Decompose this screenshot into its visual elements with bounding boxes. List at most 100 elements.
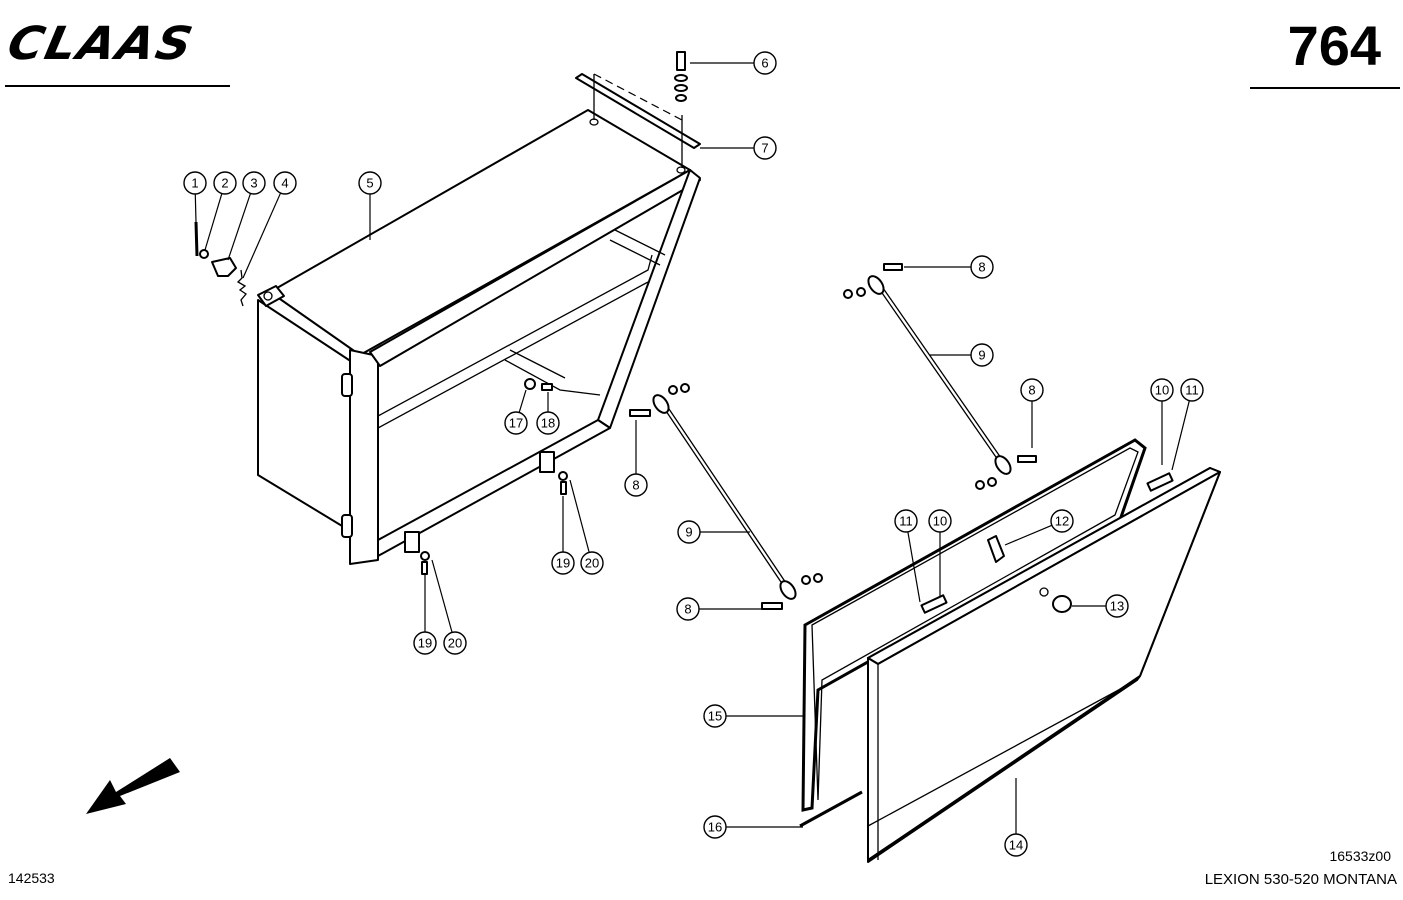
callout-number: 8 [1028,383,1035,398]
callout-c4: 4 [242,171,297,279]
callout-number: 8 [632,478,639,493]
door-panel [867,467,1221,863]
callout-number: 15 [708,709,722,724]
callout-circle [703,815,727,839]
header-rule-left [5,85,230,87]
callout-number: 2 [221,176,228,191]
callout-number: 20 [585,556,599,571]
header-rule-right [1250,87,1400,89]
callout-number: 11 [899,514,913,529]
callout-number: 6 [761,56,768,71]
callout-c2: 2 [204,171,237,251]
support-rope-left [629,383,823,610]
callout-circle [677,520,701,544]
callout-c6: 6 [690,51,777,75]
model-name: LEXION 530-520 MONTANA [1204,871,1397,888]
callout-c20b: 20 [431,559,467,655]
callout-c19b: 19 [413,574,437,655]
callout-number: 8 [684,602,691,617]
callout-circle [1020,378,1044,402]
callout-circle [1050,509,1074,533]
callout-c10a: 10 [1150,378,1174,465]
page-number: 764 [1287,14,1381,77]
callout-c10b: 10 [928,509,952,596]
callout-number: 16 [708,820,722,835]
callout-c15: 15 [703,704,805,728]
callout-circle [928,509,952,533]
callout-circle [183,171,207,195]
callout-circle [536,411,560,435]
callout-number: 8 [978,260,985,275]
drawing-code: 16533z00 [1329,848,1391,864]
callout-number: 12 [1055,514,1069,529]
callout-c8c: 8 [624,420,648,497]
callout-c17: 17 [504,389,528,435]
callout-number: 20 [448,636,462,651]
sheet-id: 142533 [8,870,55,886]
callout-c11a: 11 [1171,378,1204,471]
callout-c8d: 8 [676,597,765,621]
callout-circle [970,343,994,367]
callout-circle [1004,833,1028,857]
callout-c3: 3 [227,171,266,261]
callout-number: 10 [1155,383,1169,398]
callout-number: 7 [761,141,768,156]
callout-circle [676,597,700,621]
latch-hardware [194,221,247,307]
callout-number: 18 [541,416,555,431]
callout-c14: 14 [1004,778,1028,857]
callout-number: 19 [418,636,432,651]
callout-c1: 1 [183,171,207,223]
callout-number: 3 [250,176,257,191]
callout-leader [194,193,197,223]
callout-c8a: 8 [904,255,994,279]
box-frame [257,109,701,565]
callout-leader [907,531,921,603]
callout-circle [504,411,528,435]
callout-c13: 13 [1072,594,1129,618]
callout-number: 14 [1009,838,1023,853]
callout-c19a: 19 [551,496,575,575]
callout-circle [1105,594,1129,618]
callout-circle [894,509,918,533]
callout-circle [551,551,575,575]
callout-c5: 5 [358,171,382,240]
callout-leader [518,389,527,413]
callout-number: 10 [933,514,947,529]
top-strip [575,51,701,168]
callout-circle [1180,378,1204,402]
callout-circle [413,631,437,655]
callout-number: 13 [1110,599,1124,614]
callout-c8b: 8 [1020,378,1044,448]
callout-leader [431,559,453,633]
callout-leader [1171,400,1190,471]
callout-circle [753,136,777,160]
callout-circle [443,631,467,655]
callout-number: 19 [556,556,570,571]
callout-c9a: 9 [930,343,994,367]
callout-circle [1150,378,1174,402]
callout-circle [624,473,648,497]
callout-number: 9 [978,348,985,363]
callout-number: 17 [509,416,523,431]
callout-circle [580,551,604,575]
callout-circle [970,255,994,279]
support-rope-right [843,263,1037,490]
callout-leader [1004,524,1053,546]
callout-number: 9 [685,525,692,540]
callout-c16: 16 [703,815,803,839]
callout-leader [204,193,223,251]
callout-number: 4 [281,176,288,191]
arrow-down-left-icon [86,758,180,814]
callout-circle [753,51,777,75]
callout-number: 11 [1185,383,1199,398]
callout-c20a: 20 [569,479,604,575]
callout-c11b: 11 [894,509,921,603]
callout-circle [358,171,382,195]
callout-circle [213,171,237,195]
callout-c18: 18 [536,392,560,435]
callout-number: 1 [191,176,198,191]
callout-c9b: 9 [677,520,750,544]
callout-c7: 7 [700,136,777,160]
